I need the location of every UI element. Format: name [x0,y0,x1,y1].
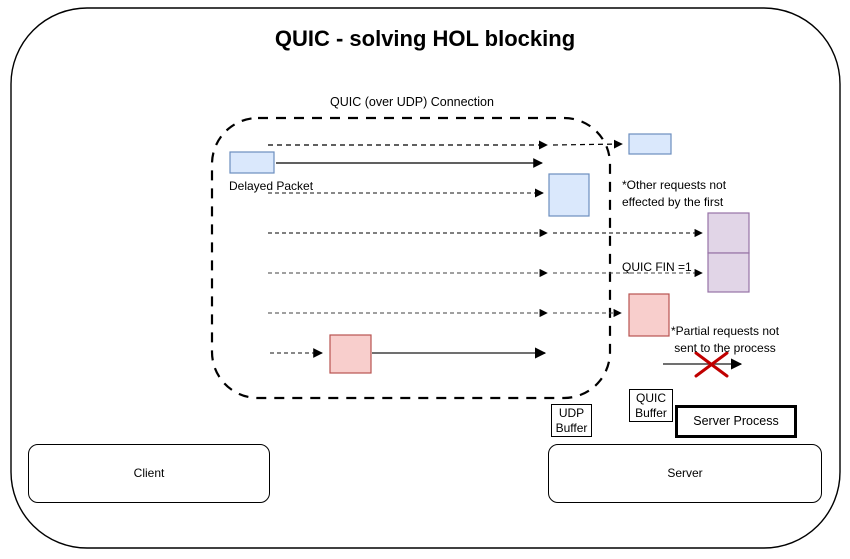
blocked-cross-line2 [694,351,729,378]
udp-buffer-box: UDP Buffer [551,404,592,437]
packet-blue-delivered [628,133,672,155]
quic-fin-label: QUIC FIN =1 [622,260,692,274]
other-requests-note: *Other requests not effected by the firs… [622,178,727,209]
quic-connection-label: QUIC (over UDP) Connection [330,95,494,109]
server-process-box: Server Process [675,405,797,438]
quic-buffer-box: QUIC Buffer [629,389,673,422]
server-box: Server [548,444,822,503]
arrow-stream1-to-server [552,139,623,149]
partial-requests-note: *Partial requests not sent to the proces… [670,324,780,355]
packet-red-inflight [329,334,372,374]
client-box: Client [28,444,270,503]
packet-purple-top [707,212,750,254]
packet-delayed-blue [229,151,275,174]
outer-frame [10,7,841,549]
packet-blue-large [548,173,590,217]
quic-connection-boundary [210,116,612,400]
packet-purple-bottom [707,252,750,293]
delayed-packet-label: Delayed Packet [229,179,314,193]
packet-red-partial [628,293,670,337]
page-title: QUIC - solving HOL blocking [274,26,576,51]
